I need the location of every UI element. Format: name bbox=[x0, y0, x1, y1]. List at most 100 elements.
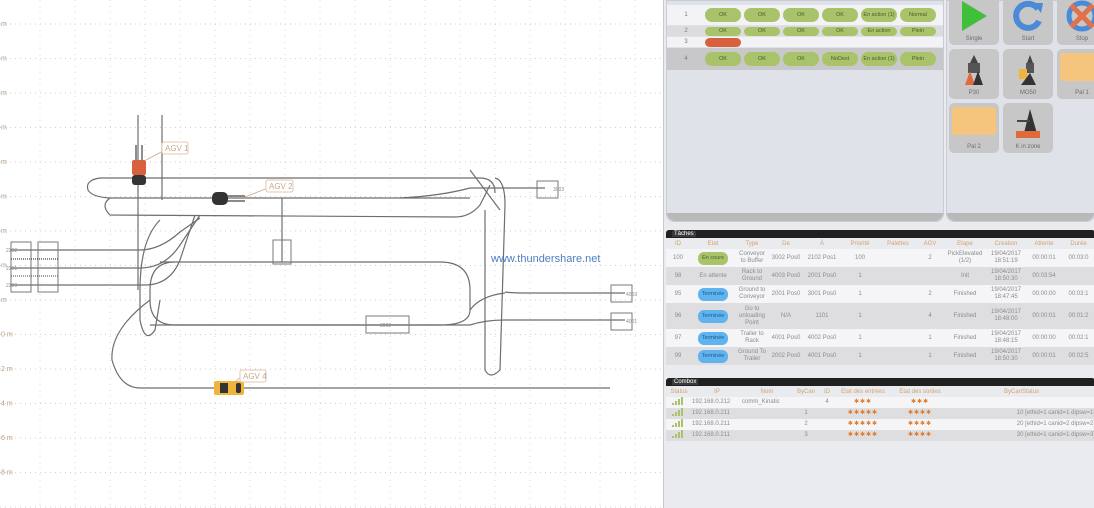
forklift-icon bbox=[965, 55, 983, 85]
y-axis-label: 8 m bbox=[1, 470, 13, 477]
grid bbox=[0, 0, 663, 508]
combox-panel-header: Combox bbox=[666, 378, 1094, 386]
y-axis-label: m bbox=[1, 159, 7, 166]
combox-column-header[interactable]: ByCanStatus bbox=[1003, 388, 1040, 395]
pal1-button[interactable]: Pal 1 bbox=[1057, 49, 1094, 99]
k-in-zone-button-label: K in zone bbox=[1015, 144, 1041, 150]
task-cell-palettes bbox=[880, 267, 916, 285]
combox-column-header[interactable]: Etat des entrées bbox=[841, 388, 885, 395]
y-axis-label: 0 m bbox=[1, 332, 13, 339]
start-button-label: Start bbox=[1021, 36, 1035, 42]
task-cell-creation: 19/04/2017 18:51:19 bbox=[986, 249, 1026, 267]
track-segment bbox=[469, 319, 506, 326]
task-cell-duree: 00:03:0 bbox=[1062, 249, 1094, 267]
tasks-column-header[interactable]: Etat bbox=[707, 240, 719, 247]
combox-column-header[interactable]: Etat des sorties bbox=[899, 388, 941, 395]
pal2-button[interactable]: Pal 2 bbox=[949, 103, 999, 153]
single-button[interactable]: Single bbox=[949, 0, 999, 45]
task-cell-type: Rack to Ground bbox=[736, 267, 768, 285]
combox-cell-entrees: ✱✱✱✱✱ bbox=[834, 430, 892, 441]
station-box[interactable] bbox=[272, 239, 292, 265]
tasks-column-header[interactable]: Type bbox=[745, 240, 759, 247]
tasks-column-header[interactable]: Priorité bbox=[850, 240, 870, 247]
combox-cell-nom bbox=[742, 419, 792, 430]
combox-panel-title: Combox bbox=[672, 379, 699, 385]
agv-2[interactable]: AGV 2 bbox=[212, 179, 294, 205]
status-pill: Plein bbox=[900, 26, 936, 36]
task-cell-priorite: 1 bbox=[840, 303, 880, 329]
status-card-footer bbox=[667, 213, 943, 221]
combox-column-header[interactable]: ByCan bbox=[796, 388, 815, 395]
station-2200-block[interactable] bbox=[10, 241, 32, 293]
task-cell-de: 4001 Pos0 bbox=[768, 329, 804, 347]
task-cell-agv: 2 bbox=[916, 285, 944, 303]
combox-cell-status bbox=[948, 397, 1094, 408]
combox-table: Status IP Nom ByCan ID Etat des entrées Etat d… bbox=[666, 386, 1094, 441]
tasks-table: ID Etat Type De À Priorité Palettes AGV Etape Cre… bbox=[666, 238, 1094, 365]
task-cell-de: 3002 Pos0 bbox=[768, 249, 804, 267]
combox-cell-status bbox=[666, 408, 692, 419]
task-cell-type: Trailer to Rack bbox=[736, 329, 768, 347]
mo50-button[interactable]: MO50 bbox=[1003, 49, 1053, 99]
combox-cell-bycan: 3 bbox=[792, 430, 820, 441]
y-axis-label: m bbox=[1, 263, 7, 270]
station-box[interactable] bbox=[365, 315, 410, 334]
combox-cell-status bbox=[666, 419, 692, 430]
tasks-column-header[interactable]: Attente bbox=[1034, 240, 1054, 247]
task-cell-attente: 00:00:00 bbox=[1026, 329, 1062, 347]
station-label: 4001 bbox=[626, 319, 637, 325]
status-pill: OK bbox=[705, 52, 741, 66]
tasks-column-header[interactable]: Durée bbox=[1070, 240, 1087, 247]
station-box[interactable] bbox=[536, 180, 559, 199]
task-cell-creation: 19/04/2017 18:50:30 bbox=[986, 347, 1026, 365]
station-box[interactable] bbox=[610, 284, 633, 303]
start-button[interactable]: Start bbox=[1003, 0, 1053, 45]
k-in-zone-button[interactable]: K in zone bbox=[1003, 103, 1053, 153]
pallet-icon bbox=[1060, 53, 1094, 81]
station-box[interactable] bbox=[610, 312, 633, 331]
combox-column-header[interactable]: IP bbox=[714, 388, 720, 395]
combox-cell-nom: comm_Kinatic bbox=[742, 397, 792, 408]
y-axis-label: m bbox=[1, 56, 7, 63]
combox-cell-sorties: ✱✱✱✱ bbox=[892, 408, 948, 419]
agv-4[interactable]: AGV 4 bbox=[214, 369, 267, 395]
tasks-column-header[interactable]: Etape bbox=[957, 240, 973, 247]
p30-button[interactable]: P30 bbox=[949, 49, 999, 99]
tasks-column-header[interactable]: À bbox=[819, 240, 824, 247]
task-cell-type: Ground to Conveyor bbox=[736, 285, 768, 303]
task-cell-creation: 19/04/2017 18:48:15 bbox=[986, 329, 1026, 347]
stop-button[interactable]: Stop bbox=[1057, 0, 1094, 45]
y-axis-label: m bbox=[1, 194, 7, 201]
tasks-column-header[interactable]: Creation bbox=[994, 240, 1018, 247]
combox-column-header[interactable]: Nom bbox=[760, 388, 774, 395]
tasks-column-header[interactable]: Palettes bbox=[887, 240, 909, 247]
status-indicator-error bbox=[705, 37, 741, 47]
combox-column-header[interactable]: Status bbox=[670, 388, 688, 395]
play-icon bbox=[962, 1, 987, 31]
combox-cell-nom bbox=[742, 408, 792, 419]
status-pill: OK bbox=[705, 26, 741, 36]
station-2200-block[interactable] bbox=[37, 241, 59, 293]
task-cell-type: Ground To Trailer bbox=[736, 347, 768, 365]
tasks-column-header[interactable]: ID bbox=[675, 240, 681, 247]
tasks-column-header[interactable]: AGV bbox=[923, 240, 937, 247]
tracks bbox=[10, 115, 625, 389]
task-cell-priorite: 1 bbox=[840, 267, 880, 285]
task-status-badge: Terminée bbox=[697, 287, 729, 301]
tasks-column-header[interactable]: De bbox=[782, 240, 790, 247]
combox-column-header[interactable]: ID bbox=[824, 388, 830, 395]
agv-1[interactable]: AGV 1 bbox=[132, 141, 189, 185]
status-pill: En action (1) bbox=[861, 8, 897, 22]
